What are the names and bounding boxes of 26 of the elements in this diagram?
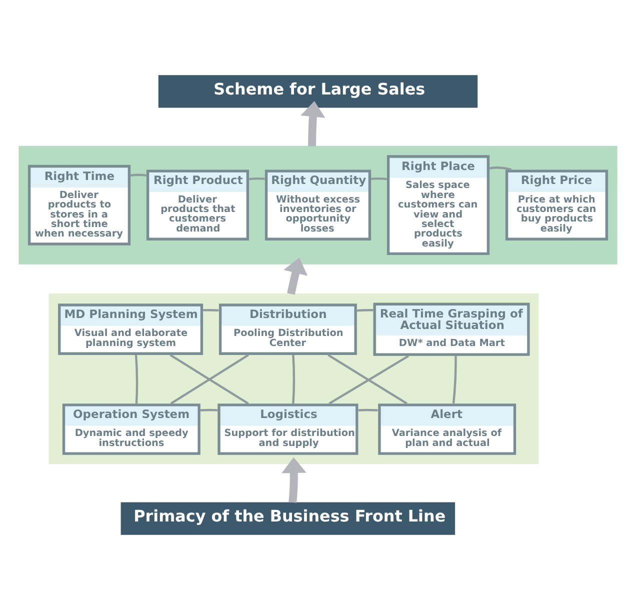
node-box: Right Place Sales space where customers can view and select products easily [386,155,490,256]
arrow [282,457,306,503]
arrow [284,258,308,295]
connector [134,354,138,404]
connector [292,354,295,404]
node-box: Alert Variance analysis of plan and actual [378,404,516,455]
node-box: Operation System Dynamic and speedy instructions [62,404,200,455]
node-box: MD Planning System Visual and elaborate planning system [58,304,204,355]
node-box: Right Product Deliver products that customers demand [146,170,250,240]
connector [370,177,387,180]
arrow [300,101,326,146]
node-box: Right Price Price at which customers can buy products easily [505,170,608,240]
connector [489,166,512,171]
node-box: Distribution Pooling Distribution Center [218,304,357,355]
connector [203,308,219,312]
connector [130,174,146,177]
cluster [48,294,539,464]
connector [249,177,265,180]
node-box: Right Quantity Without excess inventories or opportunity losses [264,170,372,240]
connector [200,408,218,412]
node-box: Scheme for Large Sales [158,75,478,108]
node-box: Primacy of the Business Front Line [120,502,456,535]
connector [452,356,457,404]
cluster [18,146,618,264]
connector [356,308,374,312]
connector [358,408,378,412]
